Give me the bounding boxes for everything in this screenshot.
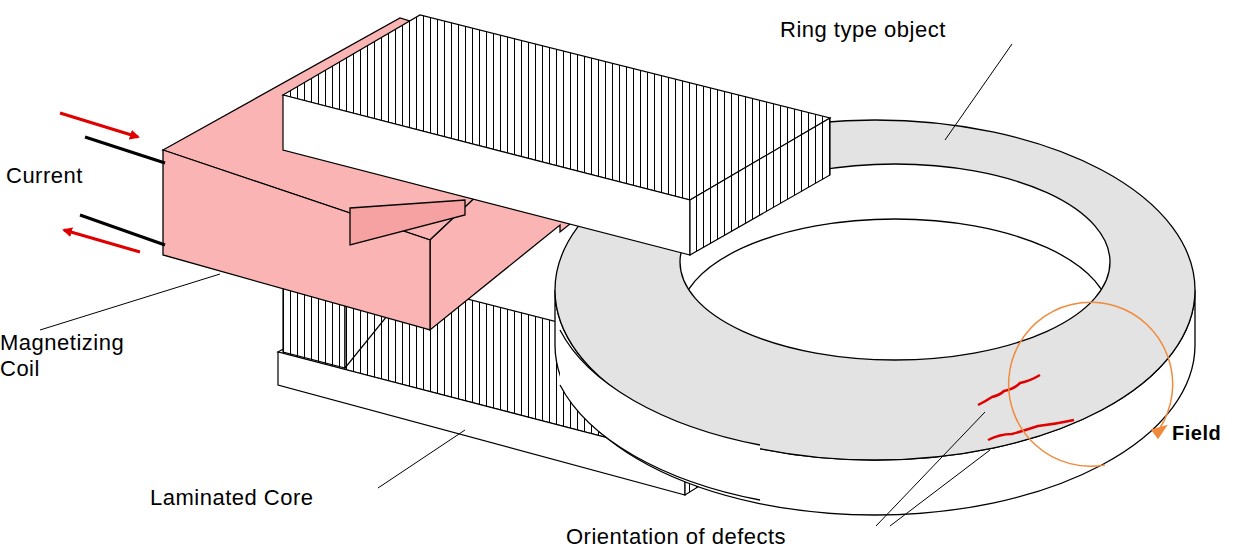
label-text: Current	[6, 163, 83, 189]
field-loop	[1009, 302, 1173, 466]
core-top-bar	[283, 15, 830, 255]
callout-label: Ring type object	[780, 17, 946, 43]
ring-front	[558, 270, 760, 500]
defect-marks	[978, 375, 1074, 440]
callout-label: Orientation of defects	[566, 524, 786, 550]
callout-label: Magnetizing Coil	[0, 330, 165, 382]
leader-lines	[40, 44, 1012, 526]
callout-label: Laminated Core	[150, 485, 314, 511]
coil-leads	[80, 137, 165, 245]
field-label: Field	[1172, 420, 1221, 446]
